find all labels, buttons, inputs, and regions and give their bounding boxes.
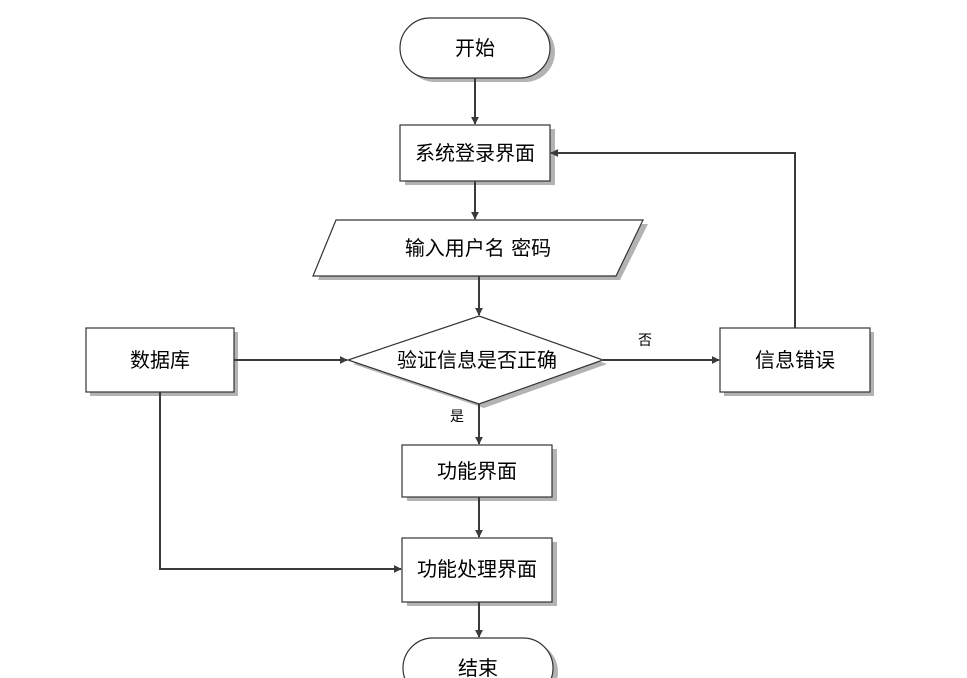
login-screen-node: 系统登录界面 [399, 124, 555, 185]
verify-decision-node: 验证信息是否正确 [346, 315, 607, 408]
function-processing-label: 功能处理界面 [417, 557, 537, 581]
database-label: 数据库 [130, 348, 190, 372]
yes-branch-label: 是 [450, 409, 464, 425]
end-label: 结束 [458, 656, 498, 678]
start-node: 开始 [399, 17, 555, 82]
function-screen-node: 功能界面 [401, 444, 557, 501]
edge-database-to-processing [159, 392, 402, 573]
start-label: 开始 [455, 36, 495, 60]
edge-error-to-login [550, 149, 796, 328]
info-error-node: 信息错误 [719, 327, 874, 396]
info-error-label: 信息错误 [755, 348, 835, 372]
verify-decision-label: 验证信息是否正确 [397, 348, 557, 372]
input-credentials-label: 输入用户名 密码 [405, 236, 551, 260]
function-processing-node: 功能处理界面 [401, 537, 557, 606]
database-node: 数据库 [85, 327, 238, 396]
no-branch-label: 否 [638, 333, 652, 349]
input-credentials-node: 输入用户名 密码 [312, 219, 648, 280]
function-screen-label: 功能界面 [437, 459, 517, 483]
end-node: 结束 [402, 637, 558, 678]
login-screen-label: 系统登录界面 [415, 141, 535, 165]
